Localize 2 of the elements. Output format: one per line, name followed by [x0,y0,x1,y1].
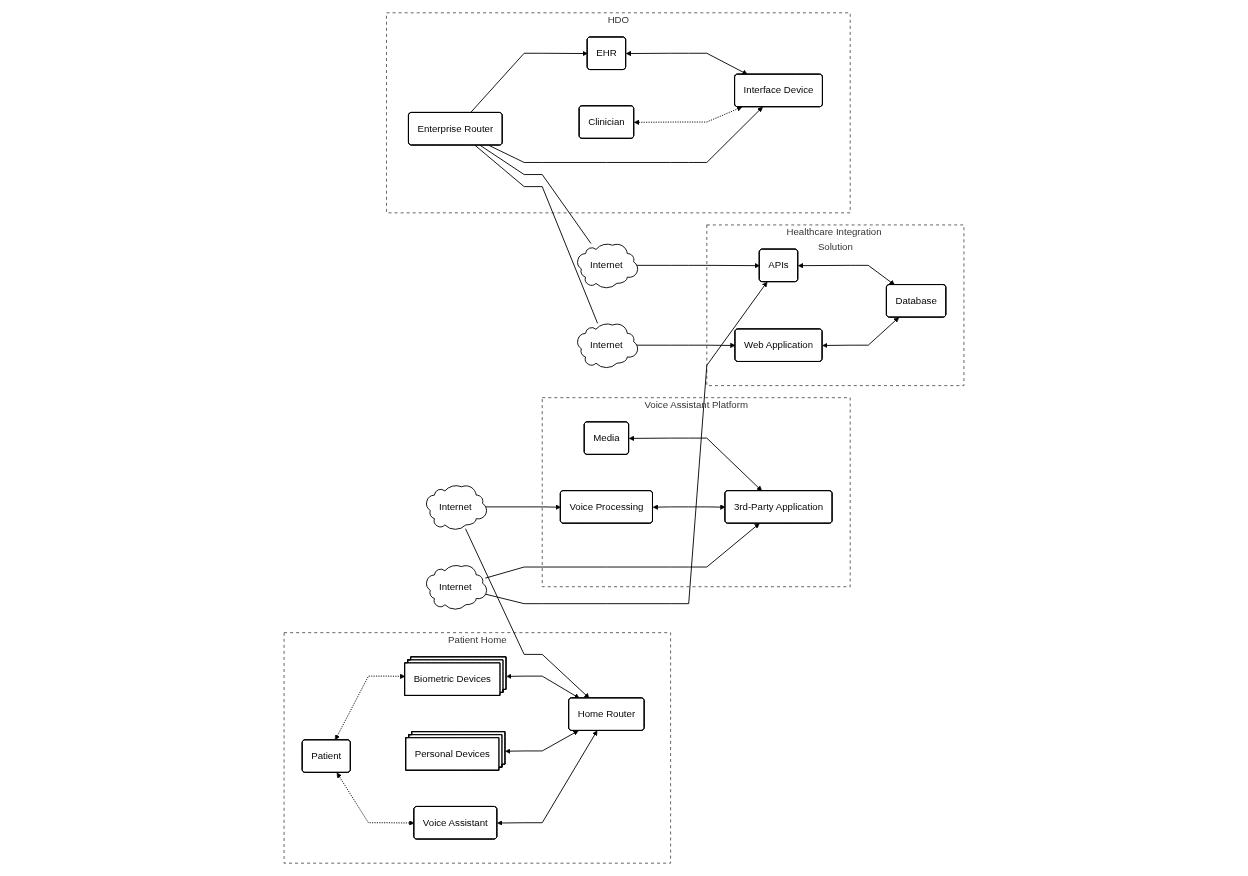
connector [479,144,592,244]
connector [474,144,599,324]
